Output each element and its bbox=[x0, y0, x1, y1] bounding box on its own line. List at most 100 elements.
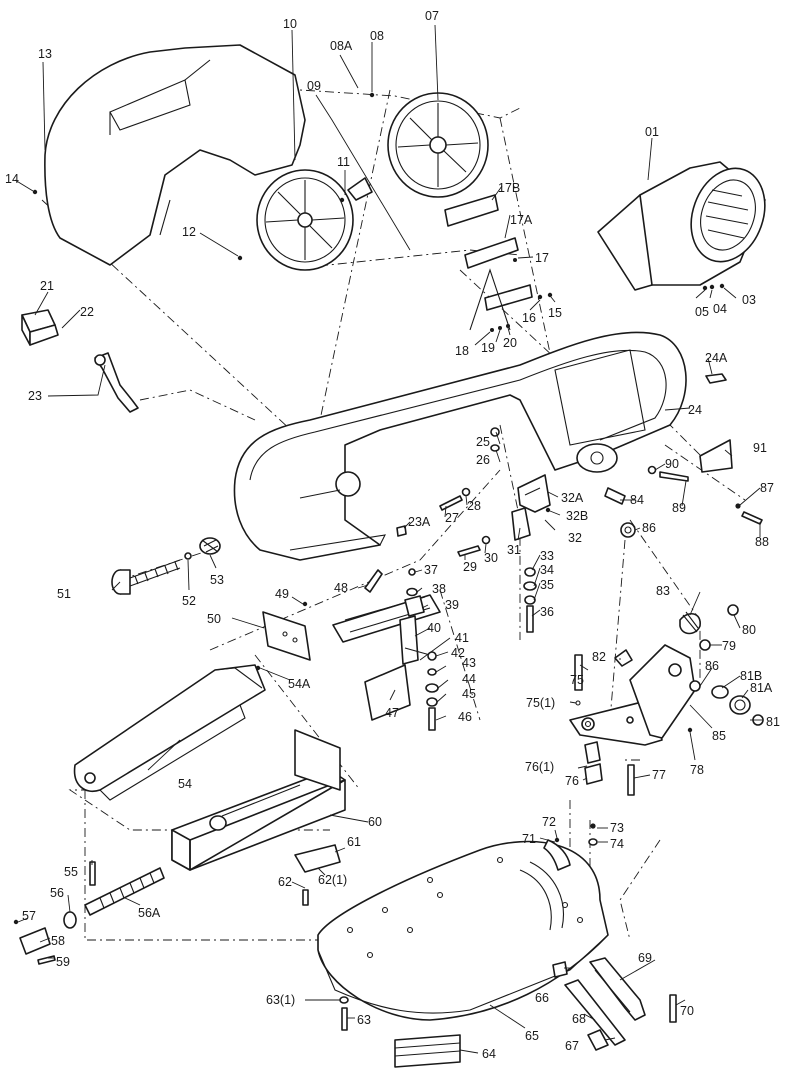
pivot-bracket-parts bbox=[439, 427, 551, 633]
label-81b: 81B bbox=[740, 669, 762, 683]
label-30: 30 bbox=[484, 551, 498, 565]
label-47: 47 bbox=[385, 706, 399, 720]
label-64: 64 bbox=[482, 1047, 496, 1061]
label-22: 22 bbox=[80, 305, 94, 319]
label-21: 21 bbox=[40, 279, 54, 293]
label-87: 87 bbox=[760, 481, 774, 495]
label-08: 08 bbox=[370, 29, 384, 43]
label-07: 07 bbox=[425, 9, 439, 23]
label-69: 69 bbox=[638, 951, 652, 965]
label-68: 68 bbox=[572, 1012, 586, 1026]
lower-base-60 bbox=[171, 729, 346, 906]
label-91: 91 bbox=[753, 441, 767, 455]
label-56: 56 bbox=[50, 886, 64, 900]
label-44: 44 bbox=[462, 672, 476, 686]
label-81: 81 bbox=[766, 715, 780, 729]
label-86-b: 86 bbox=[705, 659, 719, 673]
wheel-shaft-11 bbox=[237, 92, 375, 261]
lower-wheel bbox=[256, 169, 354, 271]
label-63-1: 63(1) bbox=[266, 993, 295, 1007]
label-58: 58 bbox=[51, 934, 65, 948]
label-36: 36 bbox=[540, 605, 554, 619]
label-77: 77 bbox=[652, 768, 666, 782]
label-72: 72 bbox=[542, 815, 556, 829]
label-46: 46 bbox=[458, 710, 472, 724]
label-57: 57 bbox=[22, 909, 36, 923]
upper-blade-guard bbox=[32, 44, 306, 266]
label-43: 43 bbox=[462, 656, 476, 670]
label-62: 62 bbox=[278, 875, 292, 889]
label-75-1: 75(1) bbox=[526, 696, 555, 710]
label-12: 12 bbox=[182, 225, 196, 239]
label-48: 48 bbox=[334, 581, 348, 595]
label-09: 09 bbox=[307, 79, 321, 93]
small-parts-right bbox=[647, 373, 763, 525]
upper-wheel bbox=[387, 92, 489, 198]
label-53: 53 bbox=[210, 573, 224, 587]
label-39: 39 bbox=[445, 598, 459, 612]
label-37: 37 bbox=[424, 563, 438, 577]
label-04: 04 bbox=[713, 302, 727, 316]
label-79: 79 bbox=[722, 639, 736, 653]
label-83: 83 bbox=[656, 584, 670, 598]
label-54a: 54A bbox=[288, 677, 311, 691]
label-18: 18 bbox=[455, 344, 469, 358]
label-33: 33 bbox=[540, 549, 554, 563]
label-82: 82 bbox=[592, 650, 606, 664]
label-49: 49 bbox=[275, 587, 289, 601]
label-26: 26 bbox=[476, 453, 490, 467]
label-03: 03 bbox=[742, 293, 756, 307]
label-15: 15 bbox=[548, 306, 562, 320]
label-31: 31 bbox=[507, 543, 521, 557]
label-16: 16 bbox=[522, 311, 536, 325]
label-59: 59 bbox=[56, 955, 70, 969]
label-23: 23 bbox=[28, 389, 42, 403]
label-51: 51 bbox=[57, 587, 71, 601]
label-34: 34 bbox=[540, 563, 554, 577]
label-28: 28 bbox=[467, 499, 481, 513]
label-76-1: 76(1) bbox=[525, 760, 554, 774]
label-52: 52 bbox=[182, 594, 196, 608]
label-89: 89 bbox=[672, 501, 686, 515]
handle-assembly bbox=[21, 309, 139, 413]
label-60: 60 bbox=[368, 815, 382, 829]
table-base-65 bbox=[317, 839, 609, 1068]
label-17b: 17B bbox=[498, 181, 520, 195]
label-41: 41 bbox=[455, 631, 469, 645]
label-29: 29 bbox=[463, 560, 477, 574]
label-27: 27 bbox=[445, 511, 459, 525]
label-61: 61 bbox=[347, 835, 361, 849]
base-arm bbox=[73, 664, 266, 801]
label-88: 88 bbox=[755, 535, 769, 549]
part-labels: 01 03 04 05 07 08 08A 09 10 11 12 13 14 … bbox=[5, 9, 780, 1061]
label-85: 85 bbox=[712, 729, 726, 743]
label-08a: 08A bbox=[330, 39, 353, 53]
label-65: 65 bbox=[525, 1029, 539, 1043]
label-90: 90 bbox=[665, 457, 679, 471]
label-01: 01 bbox=[645, 125, 659, 139]
saw-bow-frame bbox=[233, 331, 687, 561]
label-42: 42 bbox=[451, 646, 465, 660]
label-32b: 32B bbox=[566, 509, 588, 523]
label-32: 32 bbox=[568, 531, 582, 545]
label-17: 17 bbox=[535, 251, 549, 265]
label-10: 10 bbox=[283, 17, 297, 31]
label-73: 73 bbox=[610, 821, 624, 835]
label-70: 70 bbox=[680, 1004, 694, 1018]
label-78: 78 bbox=[690, 763, 704, 777]
label-63: 63 bbox=[357, 1013, 371, 1027]
label-32a: 32A bbox=[561, 491, 584, 505]
label-71: 71 bbox=[522, 832, 536, 846]
label-62-1: 62(1) bbox=[318, 873, 347, 887]
label-75: 75 bbox=[570, 673, 584, 687]
label-67: 67 bbox=[565, 1039, 579, 1053]
label-14: 14 bbox=[5, 172, 19, 186]
label-11: 11 bbox=[337, 155, 350, 169]
label-13: 13 bbox=[38, 47, 52, 61]
label-66: 66 bbox=[535, 991, 549, 1005]
label-05: 05 bbox=[695, 305, 709, 319]
label-19: 19 bbox=[481, 341, 495, 355]
label-80: 80 bbox=[742, 623, 756, 637]
label-38: 38 bbox=[432, 582, 446, 596]
